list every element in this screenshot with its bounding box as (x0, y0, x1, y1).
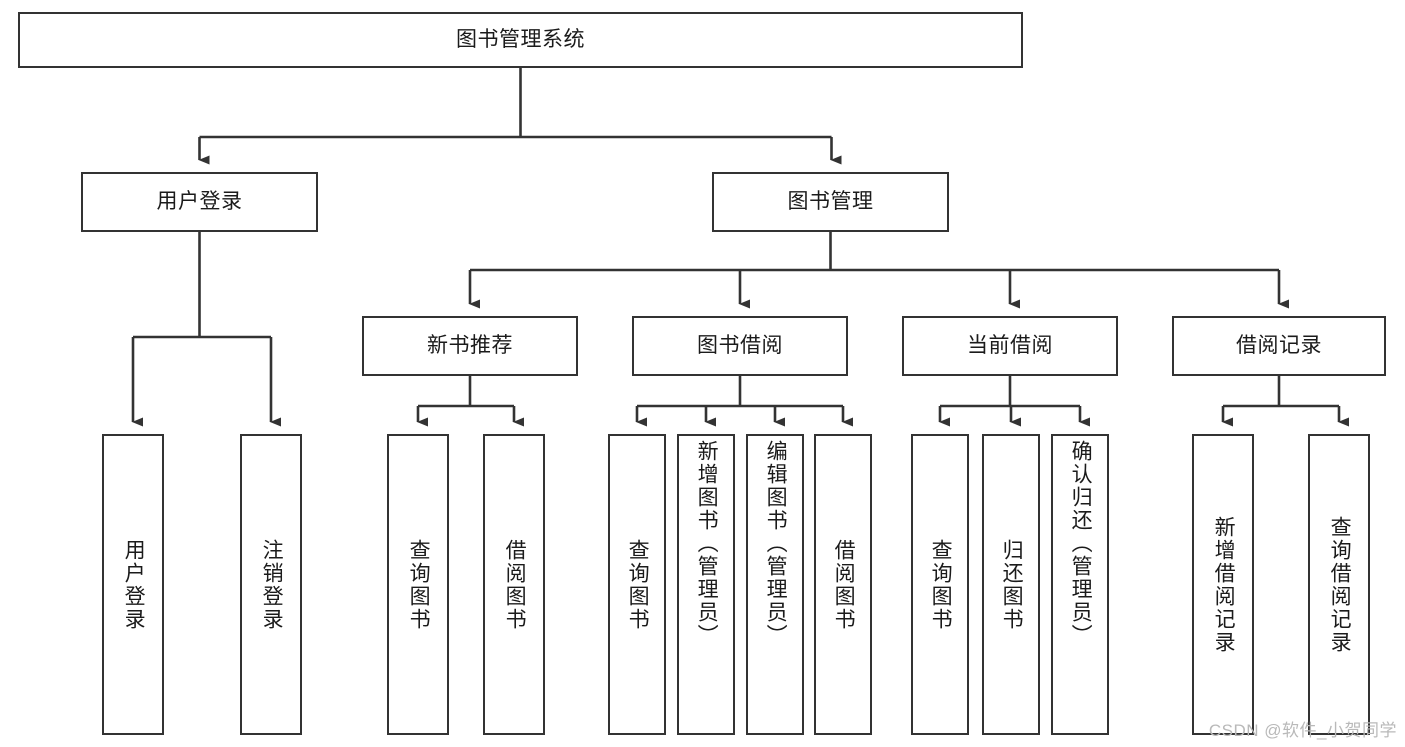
node-book-borrow-label: 图书借阅 (697, 333, 783, 357)
node-leaf-add-record-label: 新增借阅记录 (1212, 515, 1236, 654)
node-leaf-return-book[interactable]: 归还图书 (982, 434, 1040, 735)
node-leaf-user-logout-label: 注销登录 (260, 538, 284, 631)
node-leaf-query-book-2[interactable]: 查询图书 (608, 434, 666, 735)
node-leaf-confirm-return[interactable]: 确认归还（管理员） (1051, 434, 1109, 735)
node-leaf-borrow-book-2-label: 借阅图书 (832, 538, 856, 631)
node-leaf-query-book-3-label: 查询图书 (929, 538, 953, 631)
node-leaf-query-book-1[interactable]: 查询图书 (387, 434, 449, 735)
node-borrow-record[interactable]: 借阅记录 (1172, 316, 1386, 376)
node-leaf-query-record-label: 查询借阅记录 (1328, 515, 1352, 654)
node-new-book-rec-label: 新书推荐 (427, 333, 513, 357)
node-leaf-return-book-label: 归还图书 (1000, 538, 1024, 631)
node-leaf-add-book-label: 新增图书（管理员） (695, 440, 719, 647)
node-leaf-borrow-book-1-label: 借阅图书 (503, 538, 527, 631)
node-leaf-query-book-3[interactable]: 查询图书 (911, 434, 969, 735)
node-root-label: 图书管理系统 (456, 27, 585, 51)
node-leaf-borrow-book-2[interactable]: 借阅图书 (814, 434, 872, 735)
node-new-book-rec[interactable]: 新书推荐 (362, 316, 578, 376)
node-leaf-confirm-return-label: 确认归还（管理员） (1069, 440, 1093, 647)
node-borrow-record-label: 借阅记录 (1236, 333, 1322, 357)
node-user-login-label: 用户登录 (156, 189, 243, 213)
node-leaf-add-record[interactable]: 新增借阅记录 (1192, 434, 1254, 735)
csdn-watermark: CSDN @软件_小贺同学 (1208, 721, 1397, 740)
node-book-manage[interactable]: 图书管理 (712, 172, 949, 232)
node-user-login[interactable]: 用户登录 (81, 172, 318, 232)
node-leaf-edit-book[interactable]: 编辑图书（管理员） (746, 434, 804, 735)
node-book-manage-label: 图书管理 (787, 189, 874, 213)
node-root[interactable]: 图书管理系统 (18, 12, 1023, 68)
node-leaf-user-login-label: 用户登录 (122, 538, 146, 631)
node-leaf-add-book[interactable]: 新增图书（管理员） (677, 434, 735, 735)
node-book-borrow[interactable]: 图书借阅 (632, 316, 848, 376)
node-leaf-query-record[interactable]: 查询借阅记录 (1308, 434, 1370, 735)
node-current-borrow-label: 当前借阅 (967, 333, 1053, 357)
node-leaf-edit-book-label: 编辑图书（管理员） (764, 440, 788, 647)
node-current-borrow[interactable]: 当前借阅 (902, 316, 1118, 376)
node-leaf-user-login[interactable]: 用户登录 (102, 434, 164, 735)
node-leaf-user-logout[interactable]: 注销登录 (240, 434, 302, 735)
node-leaf-query-book-1-label: 查询图书 (407, 538, 431, 631)
node-leaf-borrow-book-1[interactable]: 借阅图书 (483, 434, 545, 735)
node-leaf-query-book-2-label: 查询图书 (626, 538, 650, 631)
